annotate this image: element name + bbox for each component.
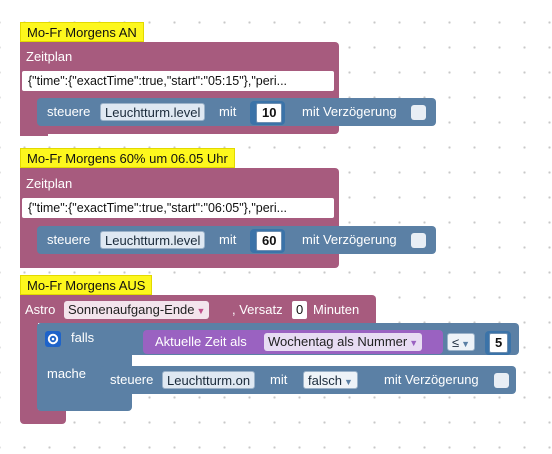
- control-verb-3: steuere: [110, 372, 154, 387]
- chevron-down-icon: ▼: [343, 377, 353, 387]
- astro-offset-input[interactable]: 0: [292, 301, 308, 319]
- control-object-2[interactable]: Leuchtturm.level: [100, 231, 206, 249]
- delay-checkbox-3[interactable]: [494, 373, 509, 388]
- astro-event-dropdown[interactable]: Sonnenaufgang-Ende▼: [64, 301, 210, 319]
- schedule-cron-input-1[interactable]: {"time":{"exactTime":true,"start":"05:15…: [22, 71, 334, 91]
- schedule-label-2: Zeitplan: [26, 176, 73, 191]
- control-object-1[interactable]: Leuchtturm.level: [100, 103, 206, 121]
- time-format-value: Wochentag als Nummer: [268, 334, 408, 349]
- compare-operator-dropdown[interactable]: ≤▼: [447, 333, 476, 351]
- delay-checkbox-1[interactable]: [411, 105, 426, 120]
- astro-event-value: Sonnenaufgang-Ende: [68, 302, 195, 317]
- comment-block-1[interactable]: Mo-Fr Morgens AN: [20, 22, 144, 42]
- delay-label-1: mit Verzögerung: [302, 104, 397, 119]
- number-value-1[interactable]: 10: [256, 103, 283, 123]
- boolean-dropdown[interactable]: falsch▼: [303, 371, 358, 389]
- control-mit-2: mit: [219, 232, 237, 247]
- delay-label-3: mit Verzögerung: [384, 372, 479, 387]
- schedule-label-1: Zeitplan: [26, 49, 73, 64]
- control-verb-1: steuere: [47, 104, 91, 119]
- time-format-dropdown[interactable]: Wochentag als Nummer▼: [264, 333, 423, 351]
- comment-block-2[interactable]: Mo-Fr Morgens 60% um 06.05 Uhr: [20, 148, 235, 168]
- number-value-2[interactable]: 60: [256, 231, 283, 251]
- operator-value: ≤: [452, 335, 460, 350]
- chevron-down-icon: ▼: [409, 338, 419, 348]
- compare-number-value[interactable]: 5: [489, 333, 509, 353]
- control-mit-1: mit: [219, 104, 237, 119]
- number-block-1[interactable]: 10: [250, 101, 286, 125]
- time-as-label: Aktuelle Zeit als: [155, 334, 247, 349]
- astro-label: Astro: [25, 302, 56, 317]
- astro-minutes-label: Minuten: [313, 302, 360, 317]
- astro-block-foot: [20, 410, 66, 424]
- number-block-2[interactable]: 60: [250, 229, 286, 253]
- comment-block-3[interactable]: Mo-Fr Morgens AUS: [20, 275, 153, 295]
- if-label: falls: [71, 330, 95, 345]
- control-object-3[interactable]: Leuchtturm.on: [162, 371, 256, 389]
- compare-number-block[interactable]: 5: [485, 331, 512, 355]
- then-label: mache: [47, 366, 87, 381]
- schedule-block-1-foot: [20, 128, 48, 136]
- boolean-value: falsch: [308, 373, 342, 388]
- astro-block-body: [20, 323, 38, 413]
- chevron-down-icon: ▼: [196, 306, 206, 316]
- control-verb-2: steuere: [47, 232, 91, 247]
- schedule-cron-input-2[interactable]: {"time":{"exactTime":true,"start":"06:05…: [22, 198, 334, 218]
- delay-label-2: mit Verzögerung: [302, 232, 397, 247]
- delay-checkbox-2[interactable]: [411, 233, 426, 248]
- astro-offset-label: , Versatz: [232, 302, 283, 317]
- control-mit-3: mit: [270, 372, 288, 387]
- gear-icon[interactable]: [45, 330, 61, 347]
- chevron-down-icon: ▼: [461, 339, 471, 349]
